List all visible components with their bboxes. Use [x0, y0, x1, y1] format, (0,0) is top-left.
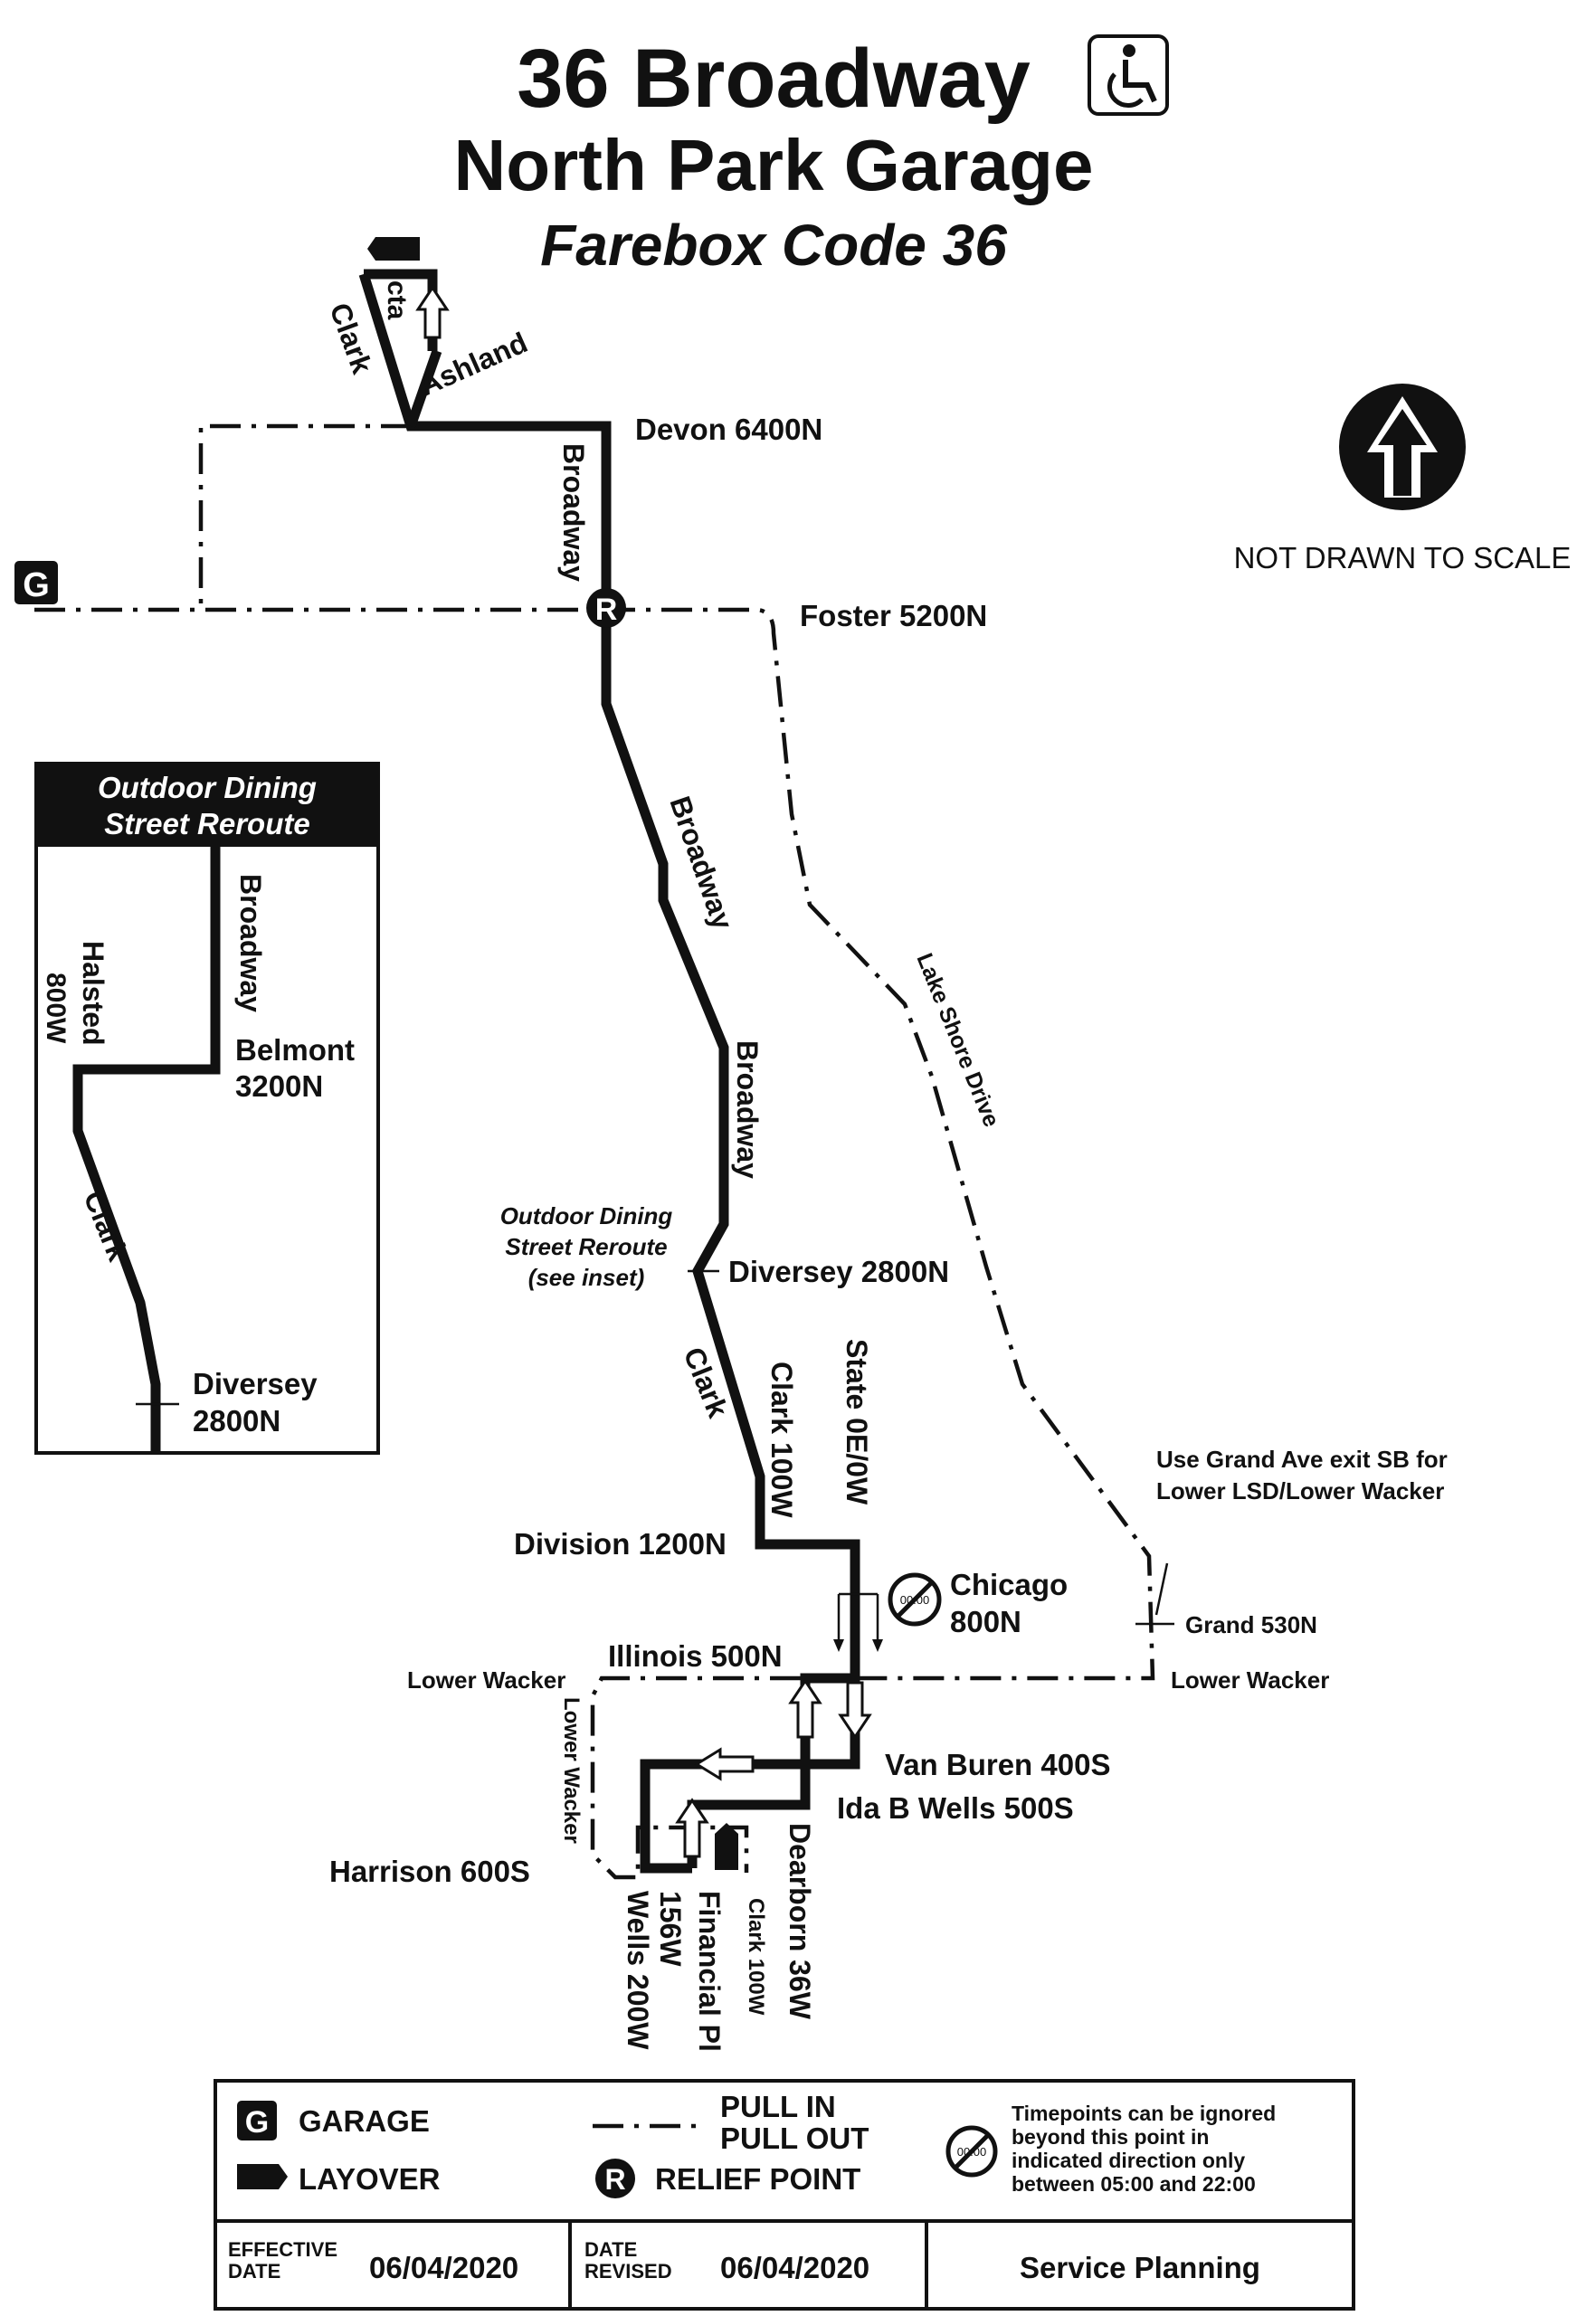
legend-timepoint-note-3: indicated direction only — [1012, 2149, 1245, 2172]
label-grand: Grand 530N — [1185, 1611, 1317, 1638]
label-illinois: Illinois 500N — [608, 1639, 783, 1673]
legend-department: Service Planning — [1020, 2251, 1260, 2284]
inset-halsted-num: 800W — [41, 973, 71, 1044]
scale-note: NOT DRAWN TO SCALE — [1234, 541, 1572, 574]
label-division: Division 1200N — [514, 1527, 727, 1561]
legend-effective-date: 06/04/2020 — [369, 2251, 518, 2284]
legend-timepoint-icon: 00:00 — [945, 2125, 998, 2178]
legend-relief-point: RELIEF POINT — [655, 2162, 860, 2196]
layover-icon — [715, 1823, 738, 1870]
label-harrison: Harrison 600S — [329, 1855, 530, 1888]
legend-revised-label-2: REVISED — [584, 2260, 672, 2283]
legend-garage: GARAGE — [299, 2104, 430, 2138]
legend-revised-date: 06/04/2020 — [720, 2251, 869, 2284]
relief-point-icon: R — [586, 588, 626, 628]
label-van-buren: Van Buren 400S — [885, 1748, 1110, 1781]
inset-title-2: Street Reroute — [104, 807, 309, 840]
legend-layover-icon — [237, 2164, 288, 2189]
legend-relief-point-icon: R — [595, 2159, 635, 2198]
inset-broadway: Broadway — [234, 874, 267, 1012]
legend-effective-label-1: EFFECTIVE — [228, 2238, 337, 2261]
svg-text:00:00: 00:00 — [957, 2145, 987, 2159]
wheelchair-icon — [1088, 34, 1169, 116]
arrow-up-icon — [415, 285, 450, 339]
label-lower-wacker-vertical: Lower Wacker — [559, 1697, 584, 1844]
label-cta: cta — [382, 280, 412, 320]
label-foster: Foster 5200N — [800, 599, 987, 632]
layover-icon — [367, 237, 420, 261]
label-financial: Financial Pl — [693, 1891, 726, 2052]
inset-belmont-num: 3200N — [235, 1069, 323, 1103]
label-chicago-num: 800N — [950, 1605, 1021, 1638]
label-lower-wacker-left: Lower Wacker — [407, 1666, 565, 1694]
timepoint-direction-arrows — [833, 1592, 883, 1652]
label-clark-100w: Clark 100W — [765, 1362, 798, 1518]
north-arrow-icon — [1339, 384, 1466, 510]
label-broadway-1: Broadway — [557, 443, 590, 582]
svg-text:R: R — [595, 593, 618, 627]
svg-text:00:00: 00:00 — [900, 1593, 930, 1607]
arrow-left-icon — [694, 1747, 755, 1781]
inset-halsted: Halsted — [77, 941, 109, 1046]
timepoint-icon: 00:00 — [888, 1572, 942, 1627]
inset-diversey: Diversey — [193, 1367, 318, 1400]
inset-belmont: Belmont — [235, 1033, 355, 1067]
grand-note-pointer — [1154, 1562, 1169, 1616]
legend-pull-in: PULL IN — [720, 2090, 836, 2123]
svg-text:G: G — [23, 566, 50, 604]
farebox-code: Farebox Code 36 — [540, 213, 1007, 278]
label-chicago: Chicago — [950, 1568, 1068, 1601]
garage-title: North Park Garage — [454, 125, 1094, 205]
label-state: State 0E/0W — [841, 1339, 873, 1505]
label-diversey: Diversey 2800N — [728, 1255, 949, 1288]
legend-layover: LAYOVER — [299, 2162, 441, 2196]
legend-garage-icon: G — [237, 2101, 277, 2140]
route-line-ashland — [405, 349, 442, 428]
label-grand-note-1: Use Grand Ave exit SB for — [1156, 1446, 1448, 1473]
reroute-note-line3: (see inset) — [528, 1264, 645, 1291]
label-156w: 156W — [654, 1891, 687, 1967]
label-dearborn: Dearborn 36W — [784, 1823, 816, 2020]
inset-outdoor-dining-reroute: Outdoor Dining Street Reroute Broadway H… — [34, 762, 380, 1455]
label-grand-note-2: Lower LSD/Lower Wacker — [1156, 1477, 1444, 1504]
inset-diversey-num: 2800N — [193, 1404, 280, 1438]
legend-timepoint-note-4: between 05:00 and 22:00 — [1012, 2172, 1256, 2196]
legend: G GARAGE LAYOVER PULL IN PULL OUT R RELI… — [214, 2079, 1355, 2311]
label-broadway-2: Broadway — [663, 793, 739, 935]
arrow-down-icon — [838, 1681, 872, 1740]
label-devon: Devon 6400N — [635, 413, 822, 446]
legend-pull-out: PULL OUT — [720, 2121, 869, 2155]
label-clark-100w-bottom: Clark 100W — [744, 1898, 768, 2016]
pull-line-devon — [198, 423, 412, 610]
label-wells: Wells 200W — [622, 1891, 654, 2050]
garage-icon: G — [14, 561, 58, 604]
reroute-note-line2: Street Reroute — [505, 1233, 667, 1260]
arrow-up-icon — [788, 1678, 822, 1739]
pull-line-lower-wacker — [590, 1675, 801, 1880]
svg-text:G: G — [245, 2105, 269, 2140]
legend-timepoint-note-2: beyond this point in — [1012, 2125, 1209, 2149]
legend-effective-label-2: DATE — [228, 2260, 280, 2283]
reroute-note-line1: Outdoor Dining — [500, 1202, 673, 1229]
legend-revised-label-1: DATE — [584, 2238, 637, 2261]
inset-title-1: Outdoor Dining — [98, 771, 317, 804]
label-broadway-3: Broadway — [731, 1040, 764, 1179]
arrow-up-icon — [675, 1798, 709, 1858]
route-line-main — [358, 272, 860, 1874]
svg-text:R: R — [604, 2163, 625, 2196]
label-ida-b-wells: Ida B Wells 500S — [837, 1791, 1074, 1825]
label-lake-shore-drive: Lake Shore Drive — [911, 950, 1004, 1131]
label-lower-wacker-right: Lower Wacker — [1171, 1666, 1329, 1694]
legend-timepoint-note-1: Timepoints can be ignored — [1012, 2102, 1276, 2125]
pull-line-foster — [34, 607, 1155, 1681]
route-title: 36 Broadway — [517, 33, 1031, 125]
